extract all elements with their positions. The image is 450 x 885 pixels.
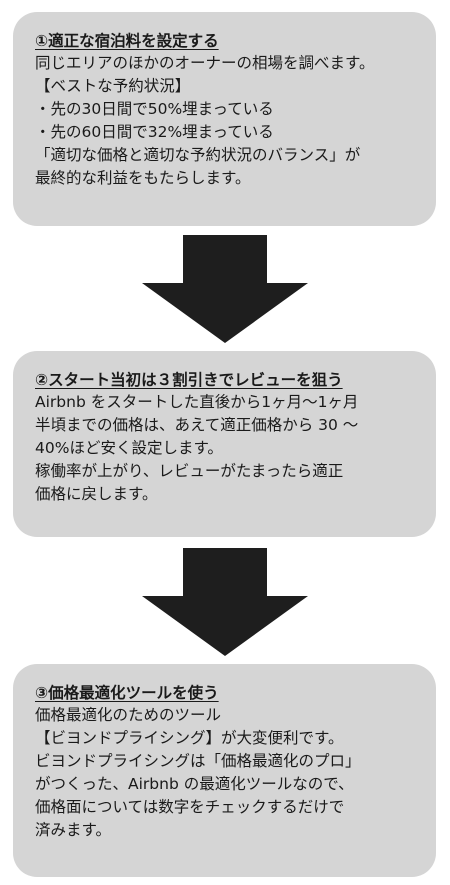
step-1-line-6: 最終的な利益をもたらします。 — [35, 169, 251, 187]
step-1-line-3: ・先の30日間で50%埋まっている — [35, 100, 274, 118]
step-1-line-4: ・先の60日間で32%埋まっている — [35, 123, 274, 141]
step-1-box: ①適正な宿泊料を設定する 同じエリアのほかのオーナーの相場を調べます。 【ベスト… — [13, 12, 436, 226]
down-arrow-shape — [142, 235, 308, 343]
step-3-line-2: 【ビヨンドプライシング】が大変便利です。 — [35, 729, 344, 747]
step-3-line-3: ビヨンドプライシングは「価格最適化のプロ」 — [35, 752, 361, 770]
step-2-line-3: 40%ほど安く設定します。 — [35, 439, 223, 457]
step-3-line-1: 価格最適化のためのツール — [35, 706, 222, 724]
step-1-title: ①適正な宿泊料を設定する — [35, 32, 219, 50]
step-3-line-5: 価格面については数字をチェックするだけで — [35, 798, 345, 816]
step-2-line-5: 価格に戻します。 — [35, 485, 158, 503]
step-2-line-2: 半頃までの価格は、あえて適正価格から 30 〜 — [35, 416, 359, 434]
step-2-line-1: Airbnb をスタートした直後から1ヶ月〜1ヶ月 — [35, 393, 359, 411]
step-1-line-2: 【ベストな予約状況】 — [35, 77, 191, 95]
down-arrow-shape — [142, 548, 308, 656]
down-arrow-icon — [142, 548, 308, 656]
step-3-line-6: 済みます。 — [35, 821, 111, 839]
down-arrow-icon — [142, 235, 308, 343]
step-2-box: ②スタート当初は３割引きでレビューを狙う Airbnb をスタートした直後から1… — [13, 351, 436, 537]
step-3-title: ③価格最適化ツールを使う — [35, 684, 219, 702]
step-1-line-1: 同じエリアのほかのオーナーの相場を調べます。 — [35, 54, 375, 72]
step-3-line-4: がつくった、Airbnb の最適化ツールなので、 — [35, 775, 354, 793]
step-2-line-4: 稼働率が上がり、レビューがたまったら適正 — [35, 462, 344, 480]
step-3-box: ③価格最適化ツールを使う 価格最適化のためのツール 【ビヨンドプライシング】が大… — [13, 664, 436, 877]
step-2-title: ②スタート当初は３割引きでレビューを狙う — [35, 371, 343, 389]
step-1-line-5: 「適切な価格と適切な予約状況のバランス」が — [35, 146, 361, 164]
